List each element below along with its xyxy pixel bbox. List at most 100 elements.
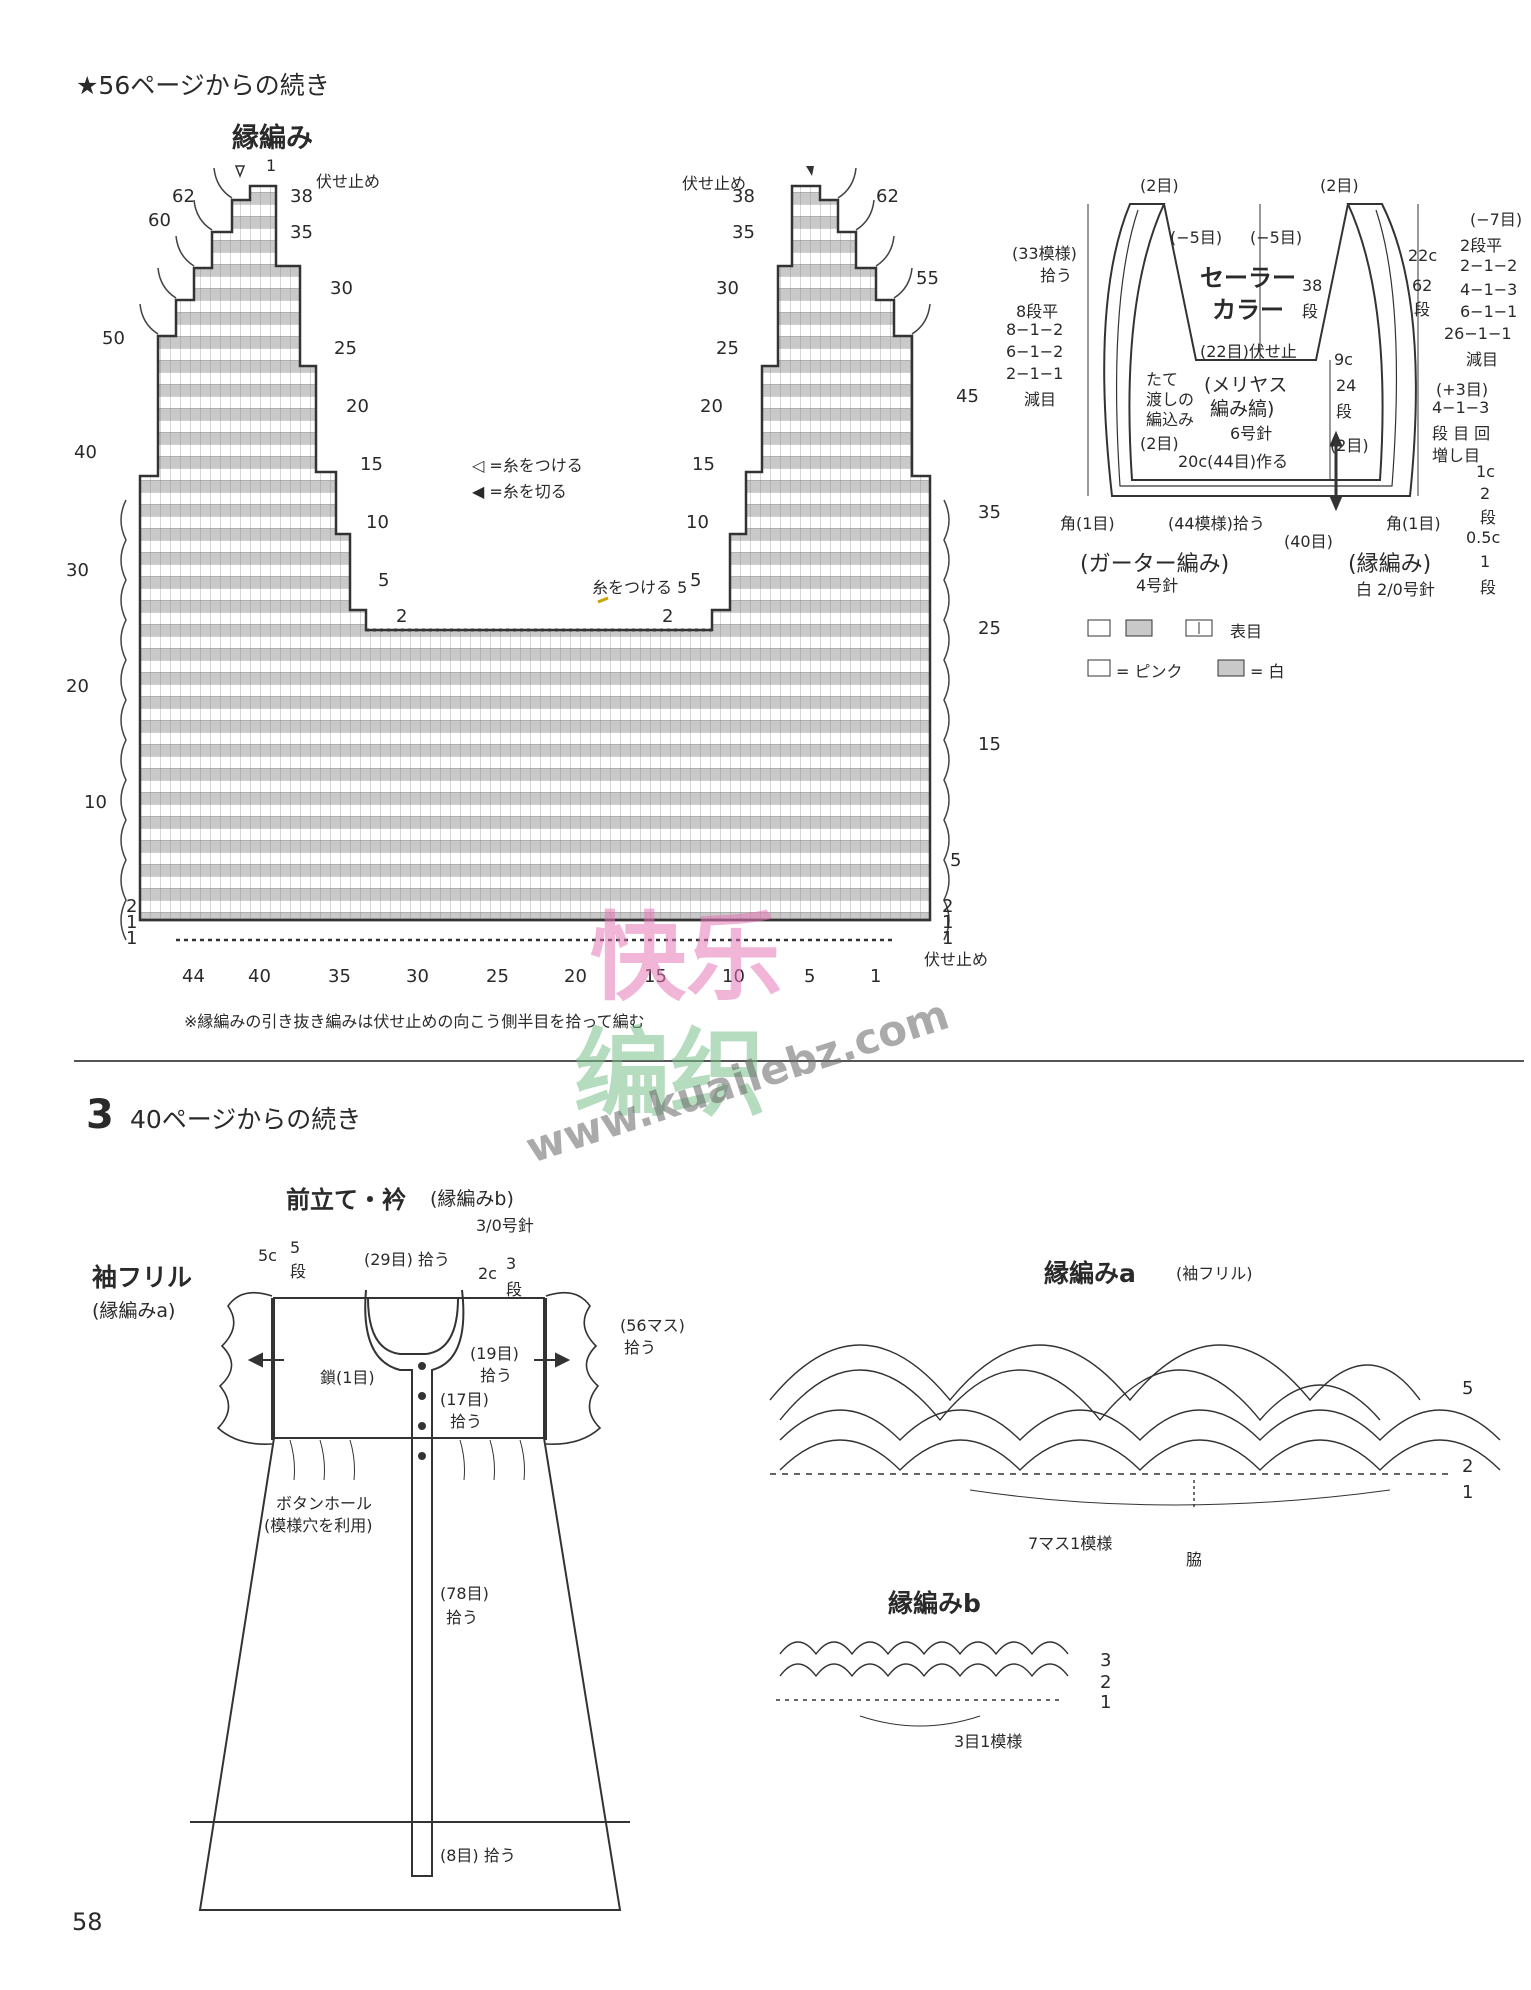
collar-right-2-unit: 段	[1480, 508, 1497, 527]
collar-corner-left: 角(1目)	[1060, 514, 1115, 533]
section-continued-note: 40ページからの続き	[130, 1105, 362, 1134]
bib-top-row-label: 1	[266, 156, 277, 175]
collar-corner-right: 角(1目)	[1386, 514, 1441, 533]
bib-chart	[120, 165, 950, 942]
collar-right-inc-3: 増し目	[1432, 446, 1481, 465]
dress-rows5-unit: 段	[290, 1262, 307, 1281]
bib-title: 縁編み	[232, 123, 313, 154]
collar-stockinette-1: 編み縞)	[1210, 398, 1275, 420]
dress-5c: 5c	[258, 1246, 277, 1265]
sleeve-title: 袖フリル	[92, 1263, 193, 1292]
bib-right-row-45: 45	[956, 386, 979, 407]
dress-pick29: (29目) 拾う	[364, 1250, 450, 1269]
bib-right-row-25: 25	[978, 618, 1001, 639]
collar-minus5-left: (−5目)	[1170, 228, 1223, 247]
dress-schematic	[190, 1289, 630, 1911]
placket-title: 前立て・衿	[286, 1186, 406, 1214]
bib-row-5-b: 5	[690, 570, 702, 591]
bib-row-15-b: 15	[692, 454, 715, 475]
collar-two-right: (2目)	[1330, 436, 1369, 455]
edging-b-chart	[776, 1641, 1069, 1727]
bib-left-row-62: 62	[172, 186, 195, 207]
section-number: 3	[86, 1092, 114, 1138]
bib-left-row-30: 30	[66, 560, 89, 581]
collar-rows-38: 38	[1302, 276, 1323, 295]
dress-pick19: (19目)	[470, 1344, 519, 1363]
bib-row-25-a: 25	[334, 338, 357, 359]
collar-legend	[1087, 619, 1245, 677]
collar-dec-left-4: 減目	[1024, 390, 1057, 409]
dress-pick56b: 拾う	[624, 1338, 657, 1357]
bib-right-row-55: 55	[916, 268, 939, 289]
edging-b-row-3: 3	[1100, 1650, 1112, 1671]
collar-stockinette-0: (メリヤス	[1204, 374, 1288, 396]
collar-name-line2: カラー	[1212, 296, 1284, 324]
buttonhole-label: ボタンホール	[276, 1494, 373, 1513]
bib-row-2-a: 2	[396, 606, 408, 627]
collar-intarsia-0: たて	[1146, 370, 1179, 389]
placket-needle: 3/0号針	[476, 1216, 534, 1235]
edging-a-row-5: 5	[1462, 1378, 1474, 1399]
collar-right-2: 2	[1480, 484, 1491, 503]
collar-pick-44: (44模様)拾う	[1168, 514, 1265, 533]
bib-left-row-10: 10	[84, 792, 107, 813]
continued-note: ★56ページからの続き	[76, 71, 330, 100]
collar-dec-left-2: 6−1−2	[1006, 342, 1064, 361]
edging-b-row-2: 2	[1100, 1672, 1112, 1693]
bib-row-25-b: 25	[716, 338, 739, 359]
bib-bottom-left-row-1a: 1	[126, 912, 138, 933]
legend-cut-yarn: ◀ =糸を切る	[472, 482, 567, 501]
collar-edging-color-needle: 白 2/0号針	[1356, 580, 1435, 599]
bib-bind-off-bottom: 伏せ止め	[924, 950, 989, 969]
attach-yarn-marker-label: 糸をつける 5	[592, 578, 688, 597]
edging-b-title: 縁編みb	[888, 1589, 981, 1618]
bib-right-row-35: 35	[978, 502, 1001, 523]
bib-left-row-60: 60	[148, 210, 171, 231]
bib-row-15-a: 15	[360, 454, 383, 475]
collar-right-62: 62	[1412, 276, 1433, 295]
collar-right-dec-6: 減目	[1466, 350, 1499, 369]
edging-a-repeat: 7マス1模様	[1028, 1534, 1113, 1553]
edging-a-row-1: 1	[1462, 1482, 1474, 1503]
collar-top-left: (2目)	[1140, 176, 1179, 195]
bib-right-row-5: 5	[950, 850, 962, 871]
placket-sub: (縁編みb)	[430, 1188, 514, 1210]
legend-attach-yarn: ◁ =糸をつける	[472, 456, 583, 475]
dress-rows5: 5	[290, 1238, 301, 1257]
bib-row-5-a: 5	[378, 570, 390, 591]
edging-b-row-1: 1	[1100, 1692, 1112, 1713]
bib-stitch-30: 30	[406, 966, 429, 987]
collar-right-1-unit: 段	[1480, 578, 1497, 597]
bib-row-38-b: 38	[732, 186, 755, 207]
collar-right-dec-0: (−7目)	[1470, 210, 1523, 229]
bib-bottom-left-row-1b: 1	[126, 928, 138, 949]
collar-right-dec-4: 6−1−1	[1460, 302, 1518, 321]
collar-right-22c: 22c	[1408, 246, 1438, 265]
bib-stitch-44: 44	[182, 966, 205, 987]
dress-pick17: (17目)	[440, 1390, 489, 1409]
collar-pick-33b: 拾う	[1040, 266, 1073, 285]
collar-rows-38-unit: 段	[1302, 302, 1319, 321]
bib-row-2-b: 2	[662, 606, 674, 627]
collar-right-dec-3: 4−1−3	[1460, 280, 1518, 299]
collar-count-40: (40目)	[1284, 532, 1333, 551]
collar-schematic	[1087, 203, 1419, 512]
collar-dec-left-1: 8−1−2	[1006, 320, 1064, 339]
bib-row-20-b: 20	[700, 396, 723, 417]
bib-right-row-62: 62	[876, 186, 899, 207]
bib-bottom-right-row-1b: 1	[942, 928, 954, 949]
bib-row-35-a: 35	[290, 222, 313, 243]
collar-intarsia-2: 編込み	[1146, 410, 1195, 429]
collar-name-line1: セーラー	[1200, 264, 1296, 292]
dress-chain1: 鎖(1目)	[320, 1368, 375, 1387]
edging-a-side: 脇	[1186, 1550, 1203, 1569]
dress-pick17b: 拾う	[450, 1412, 483, 1431]
edging-a-title: 縁編みa	[1044, 1259, 1136, 1288]
bib-left-row-40: 40	[74, 442, 97, 463]
bib-row-10-b: 10	[686, 512, 709, 533]
bib-bottom-right-row-1a: 1	[942, 912, 954, 933]
collar-needle-6: 6号針	[1230, 424, 1273, 443]
sleeve-sub: (縁編みa)	[92, 1300, 176, 1322]
collar-two-left: (2目)	[1140, 434, 1179, 453]
dress-pick56: (56マス)	[620, 1316, 685, 1335]
